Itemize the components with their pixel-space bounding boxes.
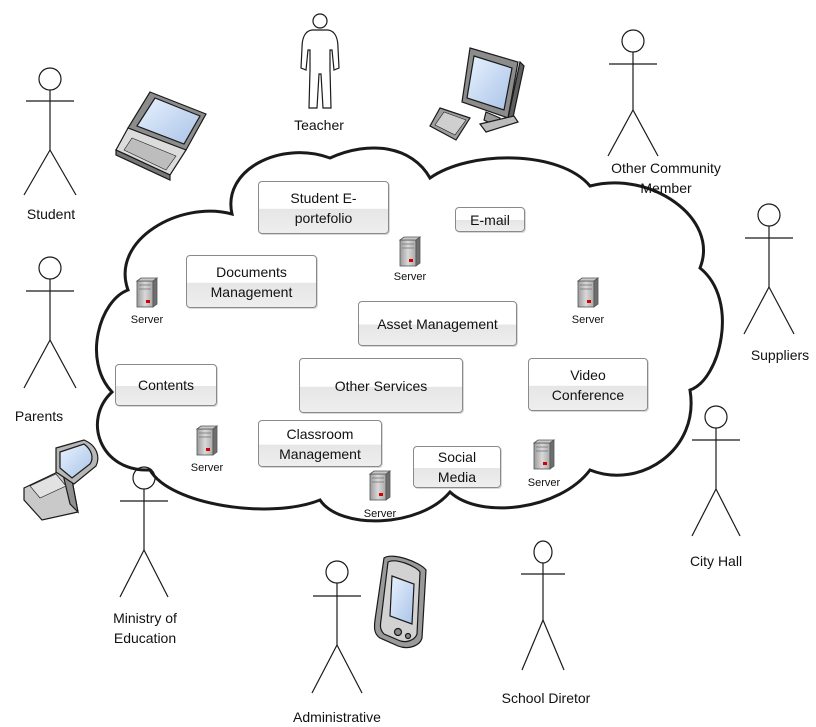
server-icon — [398, 236, 422, 267]
service-classroom-management: Classroom Management — [258, 420, 382, 467]
server-label: Server — [527, 477, 561, 489]
server-label: Server — [190, 462, 224, 474]
service-other-services: Other Services — [299, 358, 463, 413]
server-icon — [576, 277, 600, 308]
server-icon — [195, 425, 219, 456]
service-documents-management: Documents Management — [186, 255, 317, 308]
city-hall-actor-figure — [691, 405, 741, 537]
other-community-actor-figure — [607, 29, 659, 157]
servers-layer — [135, 236, 600, 501]
server-label: Server — [393, 271, 427, 283]
pda-icon — [373, 555, 427, 649]
student-actor-figure — [23, 67, 77, 196]
actor-label-administrative: Administrative — [293, 709, 381, 725]
actor-label-school-director: School Diretor — [501, 690, 591, 706]
service-asset-management: Asset Management — [358, 301, 517, 346]
service-social-media: Social Media — [413, 446, 501, 488]
server-label: Server — [130, 314, 164, 326]
suppliers-actor-figure — [743, 203, 795, 335]
server-label: Server — [363, 508, 397, 520]
server-icon — [135, 277, 159, 308]
service-email: E-mail — [455, 207, 525, 232]
service-contents: Contents — [115, 364, 217, 406]
actor-label-parents: Parents — [14, 408, 64, 424]
teacher-actor-figure — [300, 13, 340, 109]
laptop-icon — [115, 91, 207, 181]
parents-actor-figure — [23, 256, 77, 389]
actor-label-city-hall: City Hall — [689, 553, 743, 569]
server-icon — [532, 439, 556, 470]
desktop-icon — [429, 47, 525, 141]
actor-label-ministry: Ministry of Education — [113, 610, 177, 646]
server-icon — [368, 470, 392, 501]
actor-label-suppliers: Suppliers — [750, 347, 810, 363]
administrative-actor-figure — [311, 560, 363, 694]
mobile-phone-icon — [23, 439, 99, 521]
server-label: Server — [571, 314, 605, 326]
actor-label-other-community: Other Community Member — [611, 160, 721, 196]
actor-label-student: Student — [26, 206, 76, 222]
service-video-conference: Video Conference — [528, 358, 648, 411]
school-director-actor-figure — [521, 540, 565, 671]
ministry-actor-figure — [119, 466, 169, 598]
service-student-e-portfolio: Student E- portefolio — [258, 181, 389, 234]
actor-label-teacher: Teacher — [294, 117, 344, 133]
